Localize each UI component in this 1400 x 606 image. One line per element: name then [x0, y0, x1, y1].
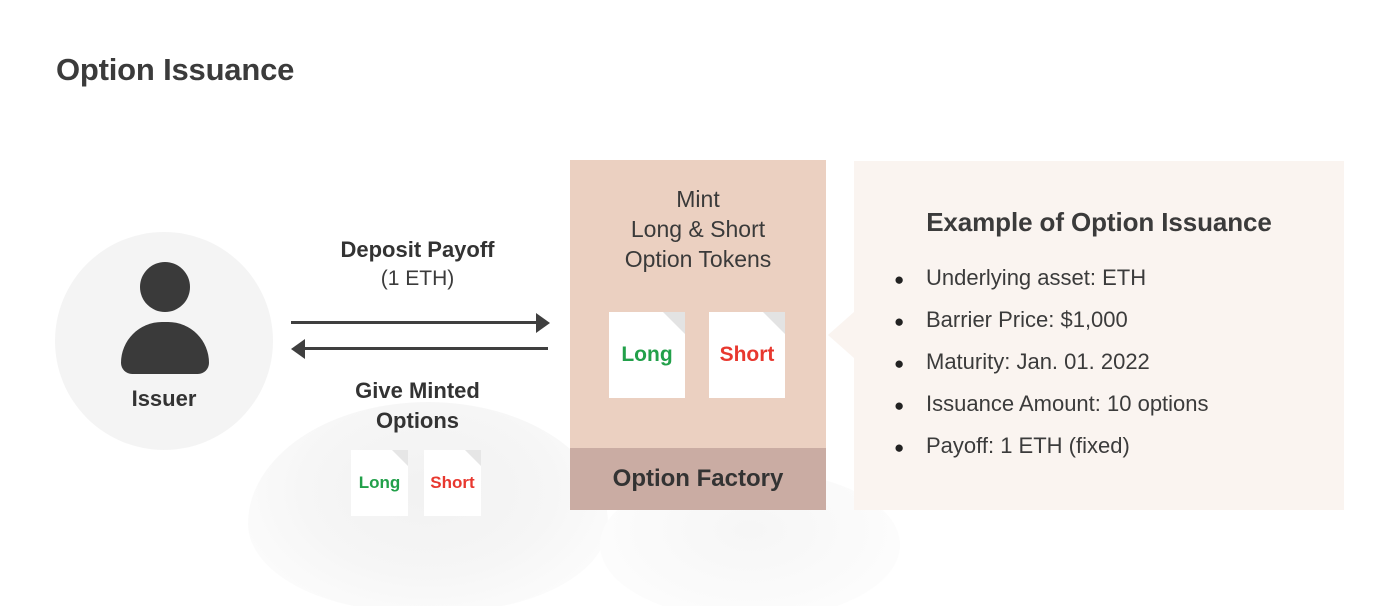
bullet-icon: ● — [894, 396, 905, 415]
person-icon-head — [140, 262, 190, 312]
token-label-long: Long — [621, 343, 673, 366]
deposit-payoff-amount: (1 ETH) — [380, 267, 455, 290]
factory-caption-line3: Option Tokens — [624, 246, 772, 272]
arrow-left-icon-head — [291, 339, 305, 359]
factory-caption-line1: Mint — [676, 186, 720, 212]
list-item-text: Underlying asset: ETH — [926, 265, 1147, 290]
issuer-label: Issuer — [131, 386, 197, 411]
document-icon-short-minted: Short — [424, 450, 481, 516]
list-item-text: Issuance Amount: 10 options — [926, 391, 1209, 416]
bullet-icon: ● — [894, 438, 905, 457]
document-icon-long-token: Long — [609, 312, 685, 398]
example-panel: Example of Option Issuance ● Underlying … — [854, 161, 1344, 510]
document-icon-fold — [663, 312, 685, 334]
bullet-icon: ● — [894, 270, 905, 289]
list-item-text: Payoff: 1 ETH (fixed) — [926, 433, 1130, 458]
list-item-text: Maturity: Jan. 01. 2022 — [926, 349, 1150, 374]
example-panel-title: Example of Option Issuance — [926, 207, 1272, 237]
arrow-right-icon-head — [536, 313, 550, 333]
deposit-payoff-label: Deposit Payoff (1 ETH) — [280, 236, 555, 294]
person-icon-body — [121, 322, 209, 374]
option-factory-footer-label: Option Factory — [570, 448, 826, 510]
page-title: Option Issuance — [56, 52, 295, 87]
list-item-text: Barrier Price: $1,000 — [926, 307, 1128, 332]
deposit-payoff-title: Deposit Payoff — [340, 237, 495, 262]
token-label-short: Short — [430, 473, 475, 492]
bullet-icon: ● — [894, 312, 905, 331]
give-minted-options-line1: Give Minted — [355, 378, 480, 403]
document-icon-fold — [763, 312, 785, 334]
document-icon-long-minted: Long — [351, 450, 408, 516]
token-label-long: Long — [358, 473, 401, 492]
arrow-right-icon-line — [291, 321, 539, 324]
list-item: ● Issuance Amount: 10 options — [894, 391, 1209, 433]
example-panel-pointer — [828, 312, 854, 358]
document-icon-fold — [465, 450, 481, 466]
token-label-short: Short — [719, 343, 775, 366]
option-factory-caption: Mint Long & Short Option Tokens — [570, 184, 826, 274]
document-icon-fold — [392, 450, 408, 466]
list-item: ● Barrier Price: $1,000 — [894, 307, 1209, 349]
bullet-icon: ● — [894, 354, 905, 373]
give-minted-options-label: Give Minted Options — [280, 376, 555, 436]
example-bullet-list: ● Underlying asset: ETH ● Barrier Price:… — [894, 265, 1209, 475]
list-item: ● Maturity: Jan. 01. 2022 — [894, 349, 1209, 391]
list-item: ● Payoff: 1 ETH (fixed) — [894, 433, 1209, 475]
factory-caption-line2: Long & Short — [630, 216, 766, 242]
list-item: ● Underlying asset: ETH — [894, 265, 1209, 307]
arrow-left-icon-line — [305, 347, 548, 350]
give-minted-options-line2: Options — [375, 408, 460, 433]
document-icon-short-token: Short — [709, 312, 785, 398]
